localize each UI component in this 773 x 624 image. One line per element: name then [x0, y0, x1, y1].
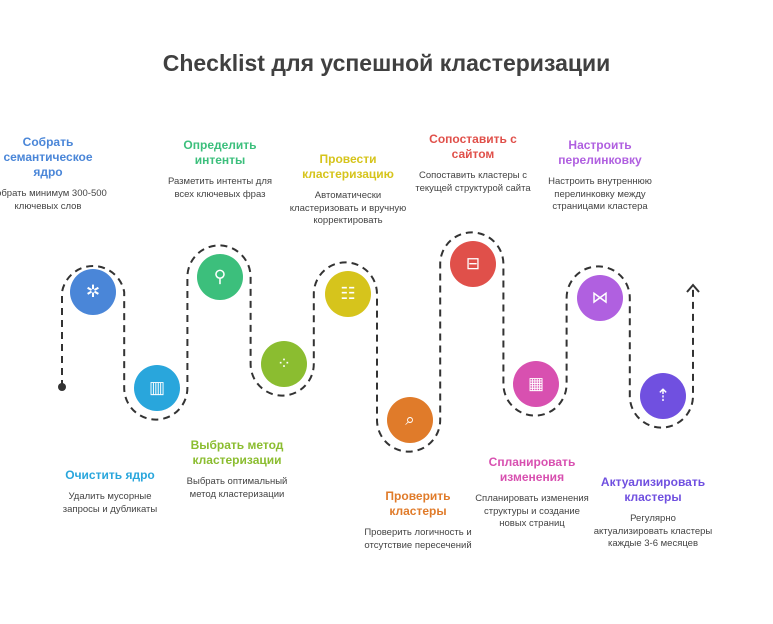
step-description: Выбрать оптимальный метод кластеризации	[186, 476, 288, 500]
step-description: Настроить внутреннюю перелинковку между …	[548, 176, 652, 212]
start-dot	[58, 383, 66, 391]
step-description: Проверить логичность и отсутствие пересе…	[364, 527, 472, 551]
update-icon: ⇡	[640, 373, 686, 419]
page-title: Checklist для успешной кластеризации	[162, 50, 611, 76]
step-title: Очистить ядро	[65, 468, 155, 482]
step-title: Собрать семантическое ядро	[3, 135, 93, 179]
step-title: Провести кластеризацию	[302, 152, 394, 181]
step-title: Проверить кластеры	[385, 489, 451, 518]
step-title: Настроить перелинковку	[558, 138, 642, 167]
inspect-icon: ⌕	[387, 397, 433, 443]
step-description: Спланировать изменения структуры и созда…	[475, 493, 589, 529]
scatter-plot-icon: ⁘	[261, 341, 307, 387]
filter-columns-icon: ▥	[134, 365, 180, 411]
compare-structure-icon: ⊟	[450, 241, 496, 287]
step-description: Регулярно актуализировать кластеры кажды…	[593, 513, 713, 549]
step-description: Собрать минимум 300-500 ключевых слов	[0, 188, 107, 212]
step-title: Сопоставить с сайтом	[429, 132, 517, 161]
table-refresh-icon: ▦	[513, 361, 559, 407]
arrow-head-icon	[686, 283, 700, 293]
step-title: Актуализировать кластеры	[600, 475, 706, 504]
search-shapes-icon: ⚲	[197, 254, 243, 300]
step-description: Сопоставить кластеры с текущей структуро…	[415, 170, 531, 194]
cluster-tree-icon: ☷	[325, 271, 371, 317]
step-description: Автоматически кластеризовать и вручную к…	[289, 190, 407, 226]
step-description: Удалить мусорные запросы и дубликаты	[62, 491, 158, 515]
step-title: Спланировать изменения	[488, 455, 576, 484]
step-title: Определить интенты	[183, 138, 257, 167]
step-description: Разметить интенты для всех ключевых фраз	[167, 176, 273, 200]
network-hub-icon: ✲	[70, 269, 116, 315]
linking-icon: ⋈	[577, 275, 623, 321]
step-title: Выбрать метод кластеризации	[190, 438, 284, 467]
